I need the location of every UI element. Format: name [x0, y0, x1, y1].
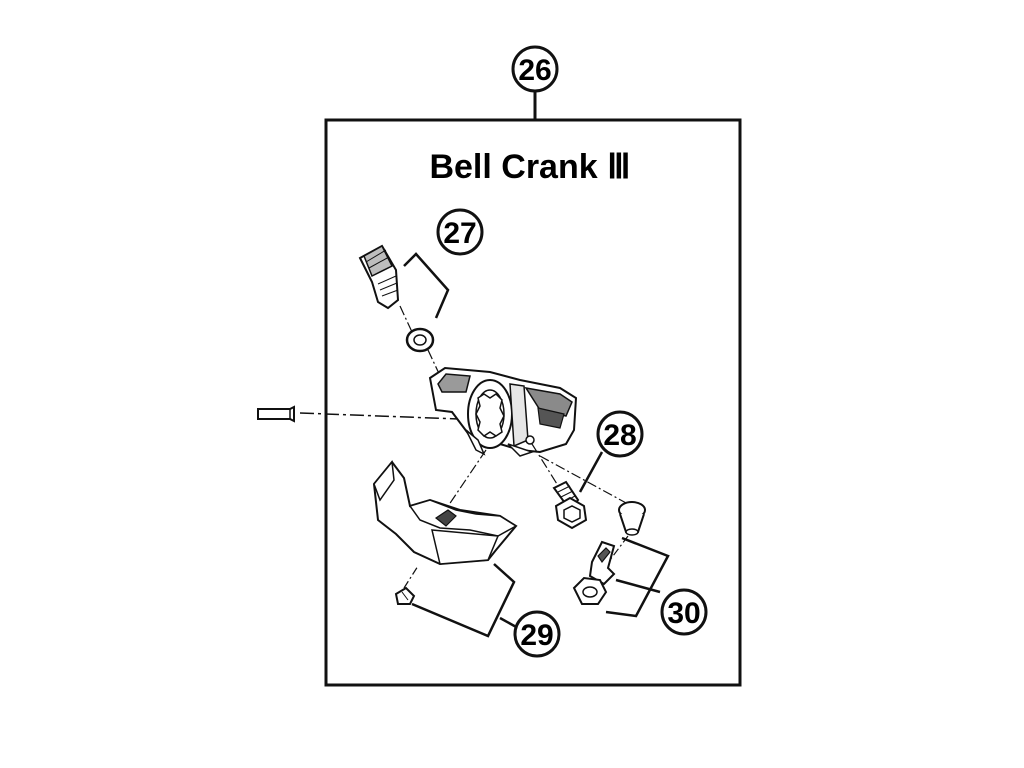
- part-30-pin: [618, 501, 646, 536]
- assembly-title: Bell Crank Ⅲ: [429, 148, 630, 186]
- callout-28-label: 28: [603, 419, 636, 452]
- part-27-washer: [405, 327, 435, 353]
- callout-30-label: 30: [667, 597, 700, 630]
- axle-center-line: [299, 412, 486, 421]
- callout-26-label: 26: [518, 54, 551, 87]
- bell-crank-body: [428, 366, 578, 457]
- assembly-frame: [324, 118, 742, 687]
- part-30-clip: [588, 540, 616, 586]
- callout-26: 26: [511, 45, 559, 120]
- part-29-screw: [394, 586, 416, 605]
- callout-28: 28: [578, 410, 644, 493]
- callout-30: 30: [605, 536, 708, 636]
- callout-29: 29: [411, 563, 561, 658]
- part-27-bolt: [358, 244, 400, 310]
- part-29-cover: [372, 460, 518, 566]
- callout-27-label: 27: [443, 217, 476, 250]
- part-30-nut: [572, 576, 608, 605]
- callout-27: 27: [403, 208, 484, 319]
- axle-pin: [257, 405, 295, 423]
- part-28-hex-bolt: [552, 480, 588, 530]
- callout-29-label: 29: [520, 619, 553, 652]
